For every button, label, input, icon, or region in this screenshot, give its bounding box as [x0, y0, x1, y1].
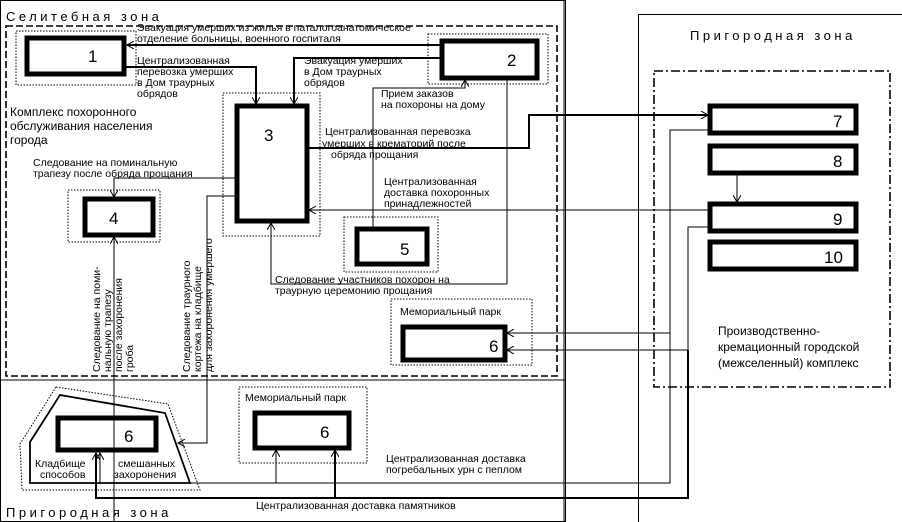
- right-frame: [638, 14, 902, 522]
- box-6c-label: 6: [320, 423, 329, 442]
- memorial-park-2-container: [238, 386, 368, 464]
- box-3-label: 3: [264, 126, 273, 145]
- complex-label: Комплекс похоронного обслуживания населе…: [10, 105, 156, 147]
- box-6-cemetery[interactable]: 6: [55, 415, 159, 453]
- flow-orders-home: [372, 80, 465, 229]
- box-7[interactable]: 7: [707, 103, 859, 136]
- residential-zone-border: [5, 25, 558, 377]
- box-8[interactable]: 8: [707, 143, 859, 176]
- label-cortege-cemetery: Следование траурного кортежа на кладбище…: [181, 238, 215, 372]
- box1-container: [15, 30, 137, 86]
- memorial-park-label: Мемориальный парк: [400, 306, 501, 318]
- crematory-complex-label: Производственно- кремационный городской …: [718, 324, 863, 370]
- label-memorial-meal: Следование на поминальную трапезу после …: [33, 157, 193, 180]
- box-4[interactable]: 4: [82, 196, 156, 238]
- box-2-label: 2: [507, 51, 516, 70]
- box-10[interactable]: 10: [707, 239, 859, 272]
- box-9[interactable]: 9: [707, 201, 859, 234]
- cemetery-label-right: смешанных захоронения: [114, 458, 178, 481]
- box-6-memorial-park[interactable]: 6: [400, 324, 508, 363]
- flow-memorial-meal: [114, 177, 237, 197]
- box-6-memorial-park-2[interactable]: 6: [252, 410, 352, 451]
- svg-text:Следование траурного кор: Следование траурного кортежа на кладбище…: [181, 238, 215, 372]
- label-central-delivery-items: Централизованная доставка похоронных при…: [384, 176, 492, 210]
- label-memorial-meal-after-burial: Следование на поми- нальную трапезу посл…: [91, 263, 136, 372]
- flow-ceremony-participants: [271, 223, 507, 285]
- label-monument-delivery: Централизованная доставка памятников: [256, 500, 456, 512]
- label-urn-delivery: Централизованная доставка погребальных у…: [386, 453, 529, 476]
- flow-monument-delivery: [96, 350, 689, 499]
- label-central-transport-crematory: Централизованная перевозка умерших в кре…: [322, 126, 474, 161]
- svg-text:Следование на поми- наль: Следование на поми- нальную трапезу посл…: [91, 263, 136, 372]
- cemetery-outline-dotted: [19, 386, 201, 491]
- suburban-zone-title-bottom: Пригородная зона: [6, 505, 172, 520]
- box-3[interactable]: 3: [234, 103, 310, 224]
- box-6b-label: 6: [124, 427, 133, 446]
- flow-cortege-cemetery: [178, 195, 237, 443]
- crematory-complex-border: [653, 70, 891, 388]
- box-8-label: 8: [833, 152, 842, 171]
- label-evac-house: Эвакуация умерших в Дом траурных обрядов: [304, 55, 406, 89]
- box-5-label: 5: [400, 240, 409, 259]
- cemetery-label-left: Кладбище способов: [35, 458, 88, 481]
- box-10-label: 10: [824, 248, 843, 267]
- box-7-label: 7: [833, 112, 842, 131]
- flow-urn-delivery: [100, 333, 671, 484]
- flow-central-transport-crematory: [307, 115, 708, 149]
- box5-container: [343, 216, 439, 273]
- box-5[interactable]: 5: [354, 226, 430, 267]
- flow-central-transport-house: [124, 66, 256, 104]
- residential-zone-title: Селитебная зона: [6, 9, 162, 24]
- memorial-park-container: [390, 298, 533, 366]
- suburban-zone-title-right: Пригородная зона: [690, 28, 856, 43]
- flow-9-to-memorial: [507, 226, 710, 350]
- memorial-park-label-2: Мемориальный парк: [245, 392, 346, 404]
- flow-evac-house: [294, 57, 442, 104]
- box-1-label: 1: [88, 47, 97, 66]
- flow-7-to-memorial: [507, 129, 710, 333]
- box-6a-label: 6: [489, 337, 498, 356]
- label-ceremony-participants: Следование участников похорон на траурну…: [275, 274, 453, 297]
- box-4-label: 4: [109, 209, 118, 228]
- box-2[interactable]: 2: [439, 38, 540, 81]
- box-9-label: 9: [833, 210, 842, 229]
- label-central-transport-house: Централизованная перевозка умерших в Дом…: [137, 55, 236, 100]
- box-1[interactable]: 1: [24, 35, 127, 77]
- label-evac-hospital: Эвакуация умерших из жилья в паталогоана…: [137, 22, 414, 45]
- label-orders-home: Прием заказов на похороны на дому: [381, 88, 486, 111]
